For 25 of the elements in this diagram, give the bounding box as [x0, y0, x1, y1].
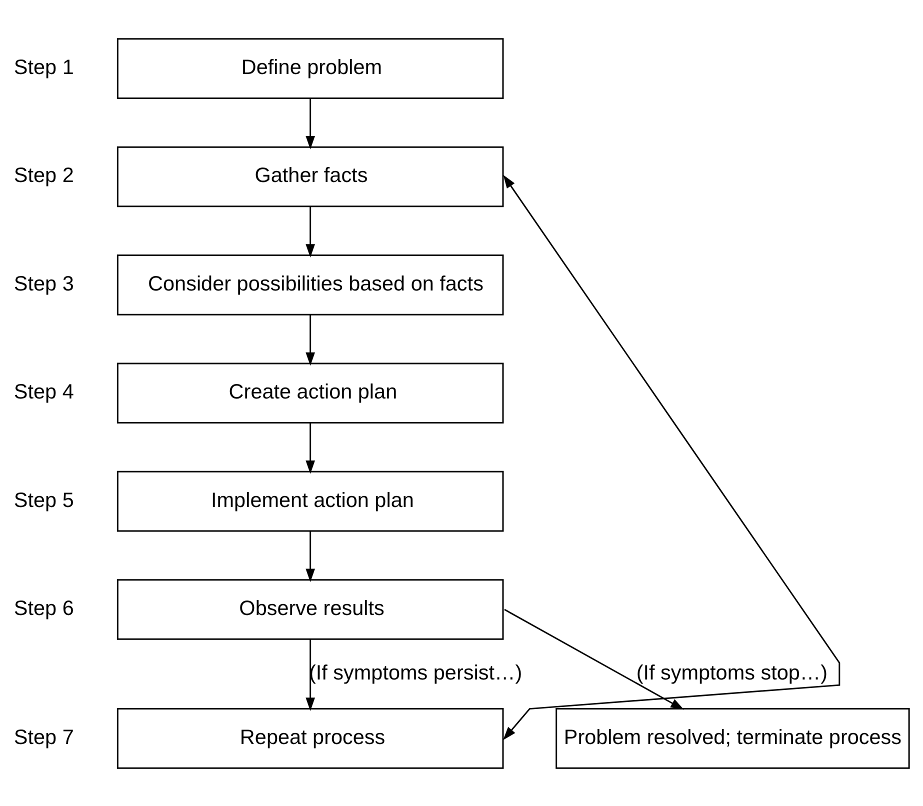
arrow [306, 530, 315, 582]
node-label: Step 1 [14, 56, 74, 79]
node-box: Create action plan [116, 362, 504, 423]
arrow [306, 314, 315, 366]
node-label: Step 5 [14, 488, 74, 512]
arrow [306, 422, 315, 474]
node-label: Step 2 [14, 164, 74, 187]
node-box: Repeat process [116, 708, 504, 768]
node-label: Step 3 [14, 272, 74, 295]
node-box: Define problem [116, 38, 504, 98]
arrow [306, 638, 315, 711]
node-label: Step 7 [14, 725, 74, 748]
arrow [504, 608, 684, 710]
edge-label: (If symptoms stop…) [636, 660, 828, 684]
node-box: Consider possibilities based on facts [116, 254, 504, 315]
node-box: Gather facts [116, 146, 504, 207]
edge-label: (If symptoms persist…) [308, 660, 522, 684]
node-box: Problem resolved; terminate process [556, 708, 910, 768]
node-box: Observe results [116, 578, 504, 640]
arrow [306, 206, 315, 258]
node-box: Implement action plan [116, 470, 504, 532]
arrow [503, 174, 840, 740]
arrow [306, 98, 315, 149]
node-label: Step 6 [14, 596, 74, 620]
node-label: Step 4 [14, 380, 74, 404]
